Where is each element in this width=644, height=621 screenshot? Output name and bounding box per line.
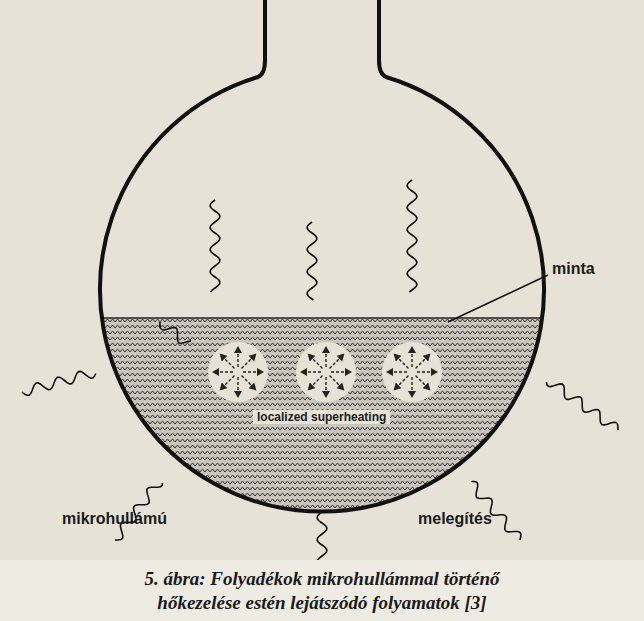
burst-arrowhead [234,346,242,353]
burst-arrowhead [337,354,345,362]
burst-ray [312,358,323,369]
wave-line [22,371,96,395]
burst-arrowhead [220,354,228,362]
process-label: melegítés [418,510,492,528]
burst-ground [208,342,268,402]
burst-arrowhead [249,354,257,362]
burst-arrowhead [322,391,330,398]
wave-line [307,222,317,300]
burst-ray [330,358,341,369]
burst-arrowhead [234,391,242,398]
leader-line [448,275,548,322]
burst-arrowhead [394,383,402,391]
burst-ray [325,352,326,367]
burst-ground [382,342,442,402]
burst-ray [417,371,432,372]
microwave-waves [22,180,618,578]
wave-line [407,180,417,292]
wave-line [210,200,220,292]
burst-ray [330,376,341,387]
burst-ray [312,376,323,387]
caption-band: 5. ábra: Folyadékok mikrohullámmal törté… [0,560,644,621]
burst-ray [237,352,238,367]
burst-ray [224,358,235,369]
burst-arrowhead [322,346,330,353]
burst-arrowhead [308,354,316,362]
burst-ray [237,377,238,392]
burst-arrowhead [408,391,416,398]
burst-ray [242,376,253,387]
burst-arrowhead [386,368,393,376]
burst-arrowhead [423,383,431,391]
burst-ray [411,377,412,392]
burst-arrowhead [249,383,257,391]
figure-caption: 5. ábra: Folyadékok mikrohullámmal törté… [112,567,532,615]
burst-ray [242,358,253,369]
burst-ray [392,371,407,372]
burst-arrowhead [408,346,416,353]
burst-ray [331,371,346,372]
burst-arrowhead [257,368,264,376]
burst-arrowhead [394,354,402,362]
burst-ray [416,376,427,387]
wave-line [160,322,191,343]
burst-arrowhead [423,354,431,362]
burst-arrowhead [308,383,316,391]
process-label: localized superheating [253,410,390,424]
burst-arrowhead [345,368,352,376]
burst-arrowhead [212,368,219,376]
burst-ground [296,342,356,402]
burst-arrowhead [220,383,228,391]
burst-ray [325,377,326,392]
burst-arrowhead [431,368,438,376]
burst-ray [411,352,412,367]
burst-ray [416,358,427,369]
burst-ray [398,358,409,369]
burst-ray [398,376,409,387]
burst-arrowhead [337,383,345,391]
wave-line [546,382,618,430]
burst-ray [243,371,258,372]
burst-ray [224,376,235,387]
process-label: mikrohullámú [62,510,167,528]
burst-ray [306,371,321,372]
burst-ray [218,371,233,372]
superheating-bursts [208,342,442,402]
part-label: minta [552,260,595,278]
liquid-surface [102,317,542,319]
flask-outline [100,0,544,512]
burst-arrowhead [300,368,307,376]
